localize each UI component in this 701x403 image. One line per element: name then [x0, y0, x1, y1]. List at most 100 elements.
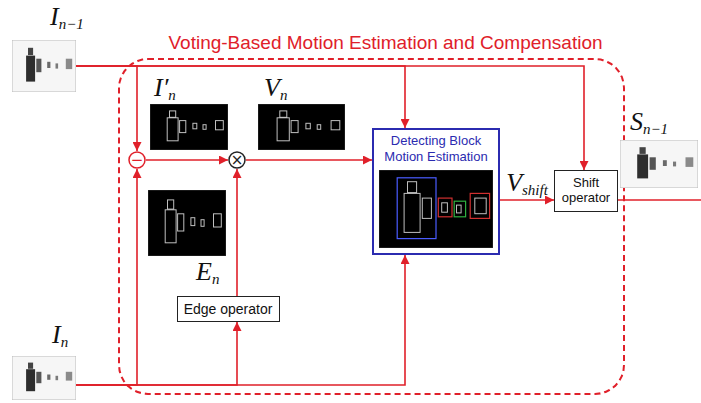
scene-object — [47, 375, 50, 380]
connector — [76, 66, 137, 151]
symbol-subscript: n−1 — [59, 16, 84, 32]
scene-object — [442, 203, 448, 212]
scene-object — [650, 157, 656, 170]
scene-object — [277, 118, 289, 141]
symbol-main: E — [196, 257, 212, 286]
video-frame: In — [12, 356, 76, 400]
frame-thumbnail — [150, 104, 228, 150]
connector — [76, 322, 237, 385]
connector — [146, 159, 228, 161]
scene-object — [28, 48, 33, 55]
box-label: Shift operator — [559, 176, 613, 206]
scene-object — [178, 214, 184, 231]
frame-ground — [148, 190, 226, 256]
scene-object — [475, 198, 486, 214]
frame-ground — [12, 356, 76, 400]
scene-object — [422, 198, 431, 218]
frame-ground — [620, 140, 698, 188]
frame-ground — [258, 104, 345, 150]
process-box: Edge operator — [177, 296, 280, 322]
frame-symbol: In — [52, 322, 68, 348]
frame-thumbnail — [148, 190, 226, 256]
symbol-subscript: n — [168, 87, 176, 103]
scene-object — [291, 121, 298, 133]
scene-object — [673, 162, 676, 167]
scene-object — [56, 63, 59, 68]
scene-object — [36, 59, 41, 72]
scene-object — [640, 147, 646, 154]
scene-object — [214, 214, 222, 227]
frame-thumbnail — [12, 40, 76, 92]
symbol-main: I′ — [154, 73, 168, 102]
scene-object — [686, 157, 694, 167]
scene-object — [170, 111, 176, 117]
frame-symbol: In−1 — [50, 4, 84, 30]
symbol-main: S — [630, 107, 643, 136]
scene-object — [216, 121, 224, 130]
process-box: Shift operator — [554, 170, 618, 212]
frame-ground — [12, 40, 76, 92]
connector — [500, 199, 554, 201]
video-frame: En — [148, 190, 226, 256]
scene-object — [663, 160, 667, 166]
scene-object — [167, 118, 178, 141]
scene-object — [317, 125, 321, 130]
symbol-subscript: shift — [522, 182, 548, 198]
scene-object — [280, 111, 287, 117]
scene-object — [404, 193, 420, 232]
video-frame: In−1 — [12, 40, 76, 92]
box-label: Detecting Block Motion Estimation — [374, 130, 498, 167]
operator-circle: × — [228, 151, 246, 169]
scene-object — [66, 372, 72, 381]
frame-ground — [379, 170, 493, 248]
video-frame: I′n — [150, 104, 228, 150]
scene-object — [28, 363, 33, 369]
frame-thumbnail — [379, 170, 493, 248]
scene-object — [203, 125, 206, 130]
scene-object — [56, 376, 59, 380]
scene-object — [408, 182, 417, 193]
signal-label: Vshift — [504, 170, 550, 196]
scene-object — [637, 154, 648, 178]
symbol-main: V — [506, 168, 522, 197]
operator-circle: − — [128, 151, 146, 169]
connector — [76, 66, 584, 170]
operator-symbol: × — [231, 153, 244, 168]
frame-thumbnail — [620, 140, 698, 188]
frame-symbol: Sn−1 — [630, 109, 668, 135]
symbol-main: V — [264, 73, 280, 102]
scene-object — [331, 121, 340, 130]
scene-object — [66, 59, 72, 69]
scene-object — [180, 121, 186, 133]
symbol-subscript: n — [61, 334, 69, 350]
box-label: Edge operator — [184, 301, 273, 317]
dashed-region: Voting-Based Motion Estimation and Compe… — [118, 58, 625, 395]
frame-symbol: En — [196, 259, 219, 285]
connector — [76, 169, 137, 385]
scene-object — [454, 201, 465, 217]
scene-object — [168, 200, 174, 209]
scene-object — [201, 220, 204, 227]
region-title: Voting-Based Motion Estimation and Compe… — [148, 32, 623, 54]
connector — [246, 159, 372, 161]
video-frame: Vn — [258, 104, 345, 150]
symbol-subscript: n — [212, 271, 220, 287]
output-wire — [616, 199, 701, 201]
frame-ground — [150, 104, 228, 150]
symbol-subscript: n — [280, 87, 288, 103]
scene-object — [457, 205, 462, 213]
symbol-subscript: n−1 — [643, 121, 668, 137]
scene-object — [191, 218, 195, 226]
frame-symbol: I′n — [154, 75, 176, 101]
frame-thumbnail — [12, 356, 76, 400]
scene-object — [36, 372, 41, 383]
scene-object — [47, 62, 50, 68]
scene-object — [26, 56, 35, 82]
scene-object — [397, 178, 436, 239]
scene-object — [193, 123, 197, 129]
detection-box: Detecting Block Motion Estimation — [372, 128, 500, 255]
video-frame: Sn−1 — [620, 140, 698, 188]
frame-thumbnail — [258, 104, 345, 150]
scene-object — [438, 198, 452, 217]
